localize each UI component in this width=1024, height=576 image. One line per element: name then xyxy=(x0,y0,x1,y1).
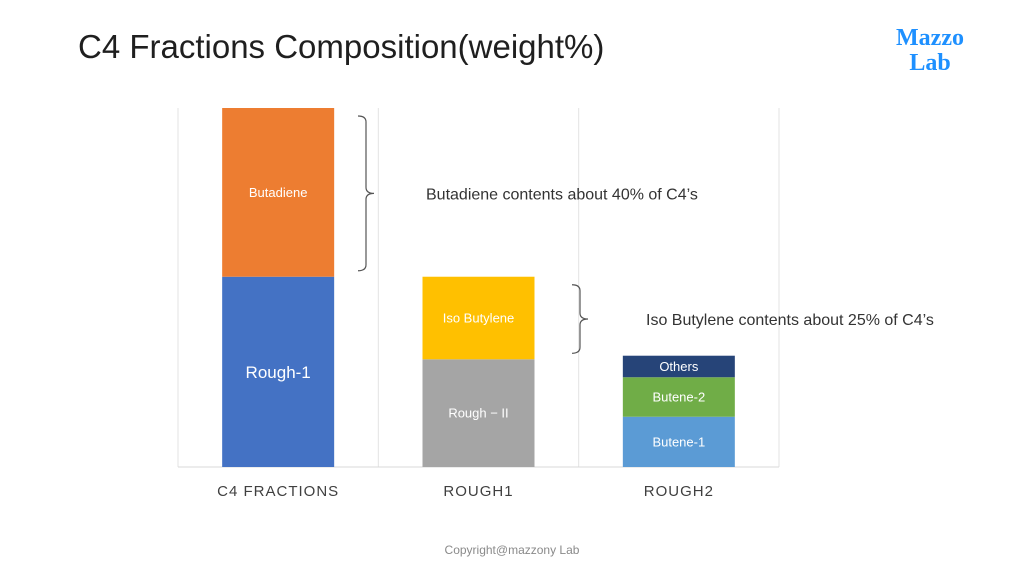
curly-brace xyxy=(571,284,589,354)
logo-line-2: Lab xyxy=(909,50,951,76)
copyright-text: Copyright@mazzony Lab xyxy=(444,543,580,557)
bar-segment-label: Others xyxy=(659,359,699,374)
brand-logo: Mazzo Lab xyxy=(880,26,980,76)
x-tick-label: ROUGH1 xyxy=(443,483,513,500)
bar-segment-label: Butene-2 xyxy=(652,390,705,405)
bar-segment-label: Rough-1 xyxy=(246,363,311,382)
bar-segment-label: Butadiene xyxy=(249,185,308,200)
bar-segment xyxy=(622,377,735,417)
logo-line-1: Mazzo xyxy=(896,25,964,51)
annotation-text: Butadiene contents about 40% of C4’s xyxy=(426,186,698,203)
bar-segment xyxy=(222,108,335,277)
bar-segment xyxy=(422,276,535,360)
curly-brace xyxy=(357,115,375,272)
x-tick-label: ROUGH2 xyxy=(644,483,714,500)
bar-segment xyxy=(222,276,335,467)
x-tick-label: C4 FRACTIONS xyxy=(217,483,339,500)
bar-segment xyxy=(422,359,535,467)
bar-segment-label: Rough − II xyxy=(448,406,508,421)
bar-segment xyxy=(622,416,735,467)
bar-segment-label: Butene-1 xyxy=(652,434,705,449)
page-title: C4 Fractions Composition(weight%) xyxy=(78,28,605,65)
bar-segment xyxy=(622,355,735,378)
annotation-text: Iso Butylene contents about 25% of C4’s xyxy=(646,312,934,329)
bar-segment-label: Iso Butylene xyxy=(443,311,515,326)
